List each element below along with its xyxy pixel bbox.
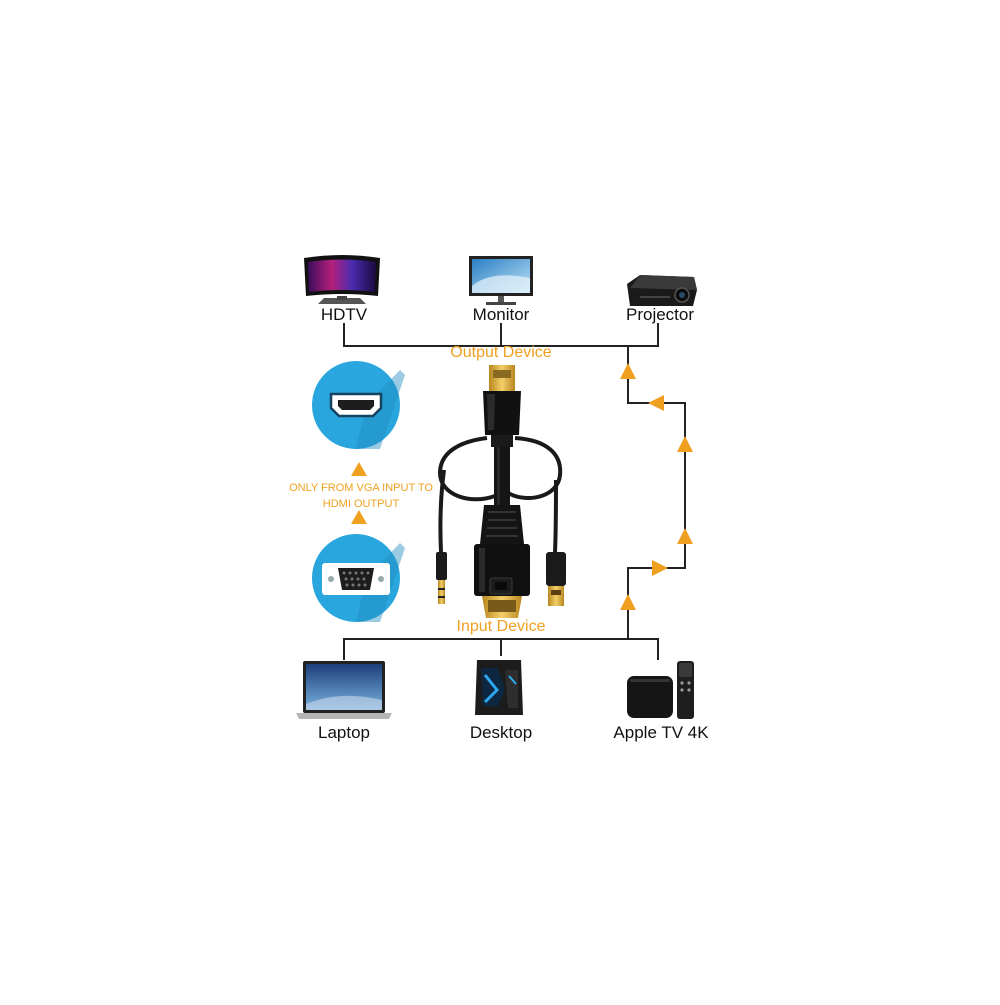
input-device-label-desktop: Desktop (469, 723, 533, 742)
projector-icon (627, 275, 697, 306)
arrow-up-icon (677, 528, 693, 544)
signal-arrows (620, 363, 693, 610)
input-connection-lines (343, 638, 659, 660)
desktop-tower-icon (475, 660, 523, 715)
direction-note-line-1: ONLY FROM VGA INPUT TO (289, 482, 433, 494)
vga-port-icon (312, 534, 405, 622)
output-device-label-monitor: Monitor (472, 305, 530, 324)
arrow-up-icon (620, 363, 636, 379)
arrow-right-icon (652, 560, 668, 576)
arrow-left-icon (648, 395, 664, 411)
signal-path-line (627, 346, 686, 639)
direction-note: ONLY FROM VGA INPUT TO HDMI OUTPUT (276, 480, 446, 512)
input-device-label-laptop: Laptop (318, 723, 370, 742)
input-device-heading: Input Device (456, 618, 546, 635)
input-device-label-apple-tv: Apple TV 4K (613, 723, 709, 742)
output-device-label-projector: Projector (625, 305, 695, 324)
arrow-up-icon (620, 594, 636, 610)
vga-to-hdmi-adapter-cable (436, 365, 566, 618)
apple-tv-icon (627, 661, 694, 719)
arrow-up-icon (677, 436, 693, 452)
hdmi-port-icon (312, 361, 405, 449)
monitor-icon (469, 256, 533, 305)
curved-tv-icon (304, 255, 380, 304)
output-connection-lines (343, 323, 659, 347)
output-device-label-hdtv: HDTV (320, 305, 368, 324)
output-device-heading: Output Device (450, 344, 552, 361)
direction-note-line-2: HDMI OUTPUT (322, 498, 400, 510)
laptop-icon (296, 661, 392, 719)
arrow-up-icon (351, 462, 367, 476)
arrow-up-icon (351, 510, 367, 524)
